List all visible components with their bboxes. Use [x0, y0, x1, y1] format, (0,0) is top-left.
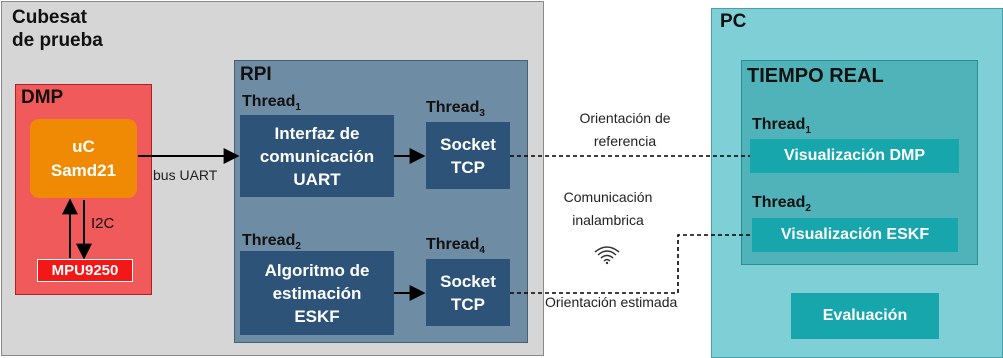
cubesat-title-line2: de prueba: [12, 30, 103, 51]
rpi-title: RPI: [240, 64, 272, 85]
pc-thread-1-label: Thread1: [752, 116, 811, 137]
rpi-thread-4-label: Thread4: [426, 236, 485, 257]
pc-thread-2-label: Thread2: [752, 194, 811, 215]
dmp-title: DMP: [21, 87, 64, 108]
i2c-label: I2C: [91, 215, 115, 232]
estimated-orientation-label: Orientación estimada: [545, 294, 678, 310]
cubesat-title: Cubesat de prueba: [12, 6, 103, 52]
wifi-icon: [594, 246, 620, 265]
uc-line1: uC: [72, 136, 95, 156]
evaluation-box: Evaluación: [791, 293, 939, 339]
rpi-thread-1-label: Thread1: [242, 93, 301, 114]
vis-eskf-box: Visualización ESKF: [752, 218, 958, 252]
wireless-communication-label: Comunicación inalambrica: [563, 189, 653, 228]
uc-samd21-box: uC Samd21: [30, 119, 137, 198]
pc-title: PC: [720, 11, 747, 32]
rpi-thread-2-label: Thread2: [242, 232, 301, 253]
eskf-estimation-box: Algoritmo de estimación ESKF: [240, 251, 394, 335]
cubesat-title-line1: Cubesat: [12, 7, 87, 28]
reference-orientation-label: Orientación de referencia: [579, 110, 671, 149]
bus-uart-label: bus UART: [153, 167, 218, 183]
socket-tcp-top-box: Socket TCP: [426, 122, 510, 189]
socket-tcp-bottom-box: Socket TCP: [426, 259, 510, 326]
estimated-dashed-link: [510, 234, 752, 294]
uart-interface-box: Interfaz de comunicación UART: [240, 115, 394, 197]
vis-dmp-box: Visualización DMP: [750, 139, 959, 173]
realtime-title: TIEMPO REAL: [747, 65, 884, 87]
rpi-thread-3-label: Thread3: [426, 99, 485, 120]
uc-line2: Samd21: [50, 160, 117, 180]
